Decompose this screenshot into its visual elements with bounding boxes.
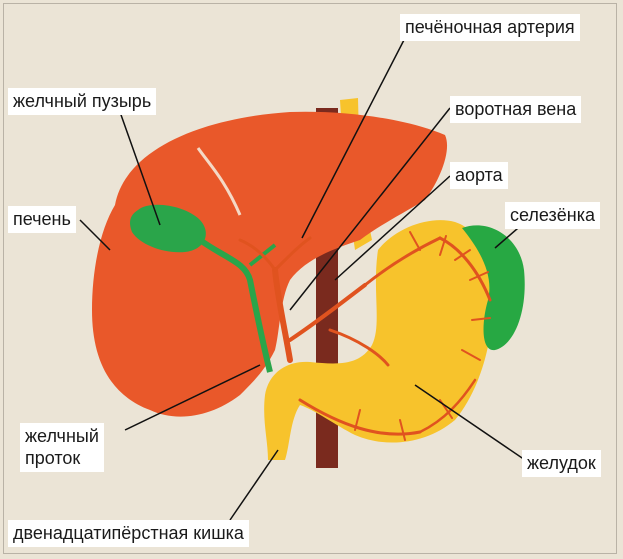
label-portal-vein: воротная вена — [450, 96, 581, 123]
label-spleen: селезёнка — [505, 202, 600, 229]
label-stomach: желудок — [522, 450, 601, 477]
label-hepatic-artery: печёночная артерия — [400, 14, 580, 41]
label-bile-duct: желчный проток — [20, 423, 104, 472]
label-duodenum: двенадцатипёрстная кишка — [8, 520, 249, 547]
label-liver: печень — [8, 206, 76, 233]
leader-duodenum — [230, 450, 278, 520]
label-gallbladder: желчный пузырь — [8, 88, 156, 115]
label-aorta: аорта — [450, 162, 508, 189]
